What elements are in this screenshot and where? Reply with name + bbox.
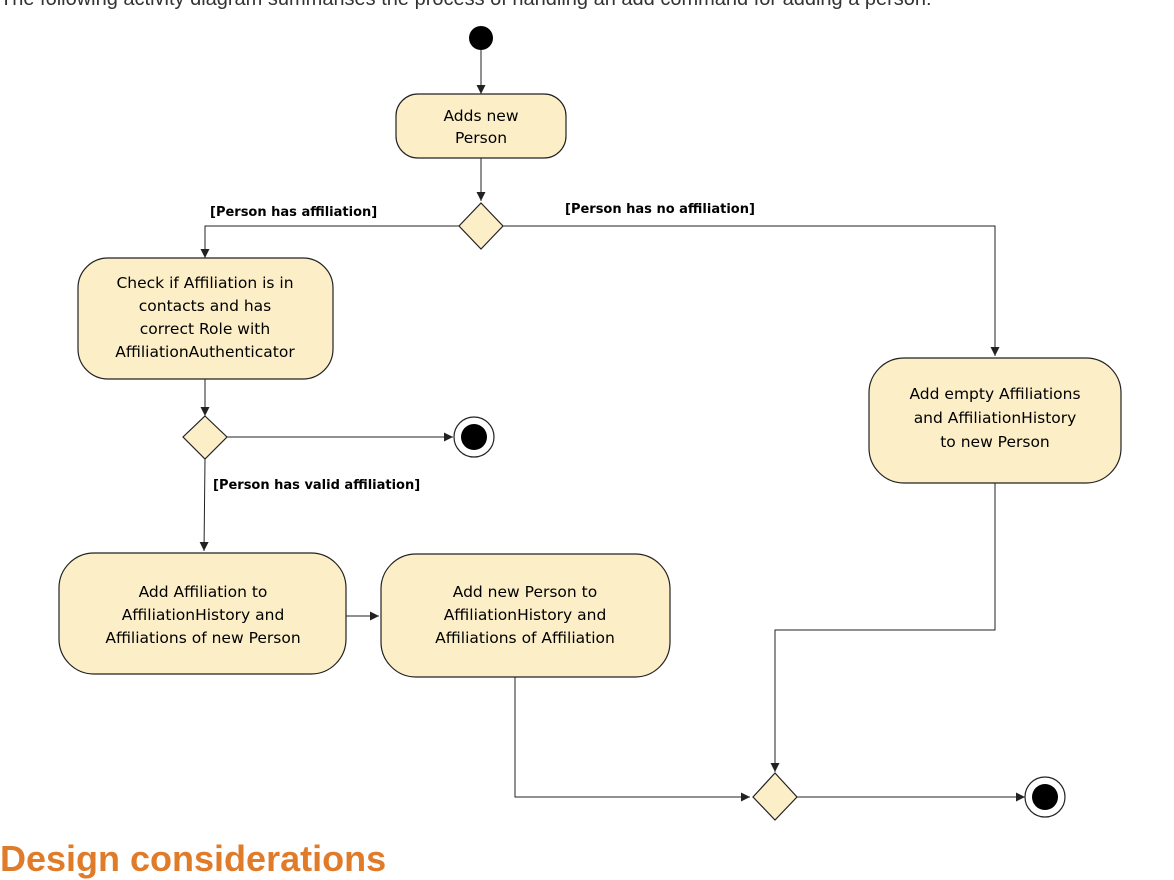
intro-text: The following activity diagram summarise… (0, 0, 932, 11)
action-label: Check if Affiliation is in (116, 274, 293, 292)
action-label: and AffiliationHistory (914, 409, 1077, 427)
edge-add-person-to-merge (514, 677, 750, 802)
section-heading: Design considerations (0, 838, 387, 879)
action-label: AffiliationHistory and (444, 606, 607, 624)
decision-has-affiliation (458, 202, 504, 250)
action-label: AffiliationAuthenticator (115, 343, 295, 361)
action-add-empty-affiliations (868, 357, 1122, 484)
action-label: correct Role with (140, 320, 270, 338)
decision-valid-affiliation (182, 415, 228, 460)
edge-decision-to-check (200, 225, 459, 258)
action-check-affiliation (77, 257, 334, 380)
edge-empty-to-merge (770, 483, 996, 772)
guard-no-affiliation: [Person has no affiliation] (565, 202, 755, 217)
merge-node (752, 772, 798, 821)
end-node-core (461, 424, 487, 450)
start-node (469, 26, 493, 50)
end-node-core (1032, 784, 1058, 810)
action-label: contacts and has (139, 297, 272, 315)
action-label: Add new Person to (453, 583, 597, 601)
action-label: Person (455, 129, 507, 147)
action-adds-new-person (395, 93, 567, 159)
action-label: Affiliations of Affiliation (435, 629, 615, 647)
guard-valid-affiliation: [Person has valid affiliation] (213, 478, 420, 493)
action-label: AffiliationHistory and (122, 606, 285, 624)
action-label: Add Affiliation to (139, 583, 268, 601)
action-label: Adds new (443, 107, 518, 125)
action-label: Affiliations of new Person (105, 629, 300, 647)
action-label: to new Person (940, 433, 1050, 451)
action-label: Add empty Affiliations (909, 385, 1080, 403)
edge-decision-to-empty (503, 225, 1000, 356)
guard-has-affiliation: [Person has affiliation] (210, 205, 377, 220)
action-add-affiliation-to-history (58, 552, 347, 675)
edge-decision2-to-add-affiliation (199, 458, 209, 552)
action-add-person-to-history (380, 553, 671, 678)
